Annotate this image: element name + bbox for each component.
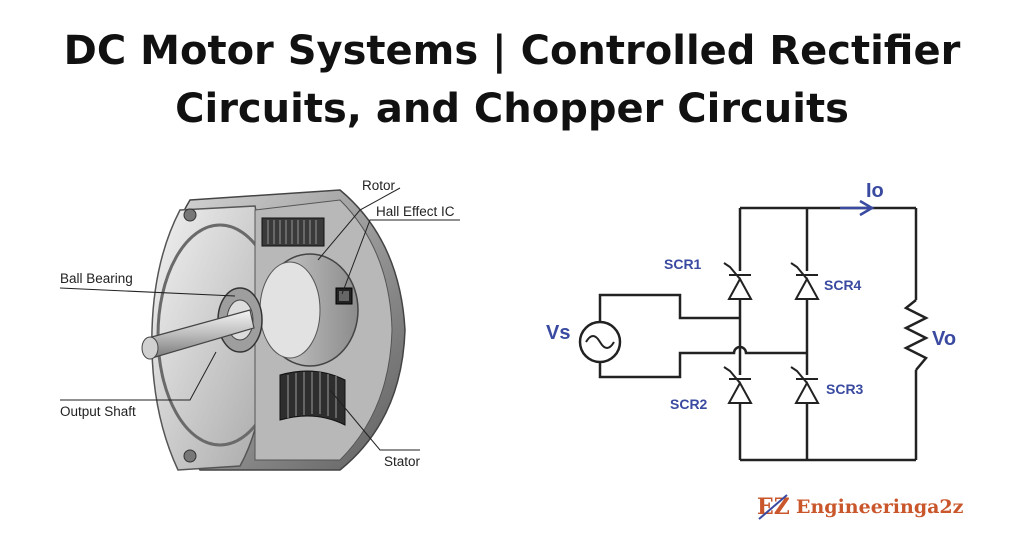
label-output-voltage: Vo [932,328,956,350]
brand-link[interactable]: EZ Engineeringa2z [756,490,963,524]
label-ball-bearing: Ball Bearing [60,271,133,286]
title-line-1: DC Motor Systems | Controlled Rectifier [63,28,961,74]
circuit-wires [578,206,929,462]
page-title: DC Motor Systems | Controlled Rectifier … [0,22,1024,138]
label-output-shaft: Output Shaft [60,404,136,419]
brand-logo-icon: EZ [757,494,790,520]
label-scr4: SCR4 [824,277,862,293]
output-current-arrow-icon [840,199,875,217]
title-line-2: Circuits, and Chopper Circuits [175,86,849,132]
label-source-voltage: Vs [546,322,570,344]
label-scr2: SCR2 [670,396,708,412]
label-scr1: SCR1 [664,256,702,272]
label-rotor: Rotor [362,178,396,193]
scr2-thyristor [723,366,753,404]
label-hall-effect-ic: Hall Effect IC [376,204,455,219]
label-output-current: Io [866,180,884,202]
scr3-thyristor [790,366,820,404]
scr-bridge-circuit: Io Vs Vo SCR1 SCR4 SCR2 SCR3 [546,180,956,462]
brand-name: Engineeringa2z [796,496,964,518]
output-shaft [141,309,255,360]
scr1-thyristor [723,262,753,300]
dc-motor-illustration: Rotor Hall Effect IC Ball Bearing Output… [59,178,460,471]
motor-interior [254,199,393,461]
label-scr3: SCR3 [826,381,864,397]
label-stator: Stator [384,454,421,469]
scr4-thyristor [790,262,820,300]
